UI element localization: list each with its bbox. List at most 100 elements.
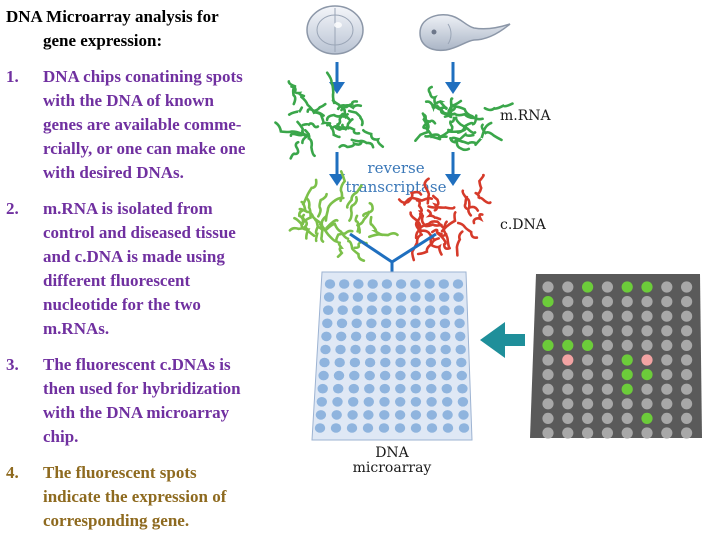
step-line: with desired DNAs. (43, 163, 184, 182)
step-line: nucleotide for the two (43, 295, 201, 314)
result-spot (641, 339, 653, 351)
step-4: 4. The fluorescent spots indicate the ex… (6, 461, 296, 533)
result-spot (542, 369, 554, 381)
strand (409, 211, 423, 236)
result-spot (641, 427, 653, 439)
strand (314, 111, 332, 125)
result-spot (661, 310, 673, 322)
chip-spot (424, 279, 435, 289)
result-spot (601, 383, 614, 395)
chip-spot (395, 318, 406, 329)
chip-spot (349, 370, 360, 381)
chip-spot (426, 423, 438, 433)
chip-spot (320, 344, 331, 355)
chip-spot (349, 357, 361, 368)
result-spot (681, 325, 693, 337)
strand (420, 214, 443, 228)
result-spot (582, 398, 594, 410)
step-line: different fluorescent (43, 271, 191, 290)
chip-spot (346, 423, 358, 433)
result-spot (661, 354, 673, 366)
chip-spot (322, 318, 333, 329)
strand (362, 201, 374, 217)
strand (450, 132, 475, 142)
chip-spot (363, 410, 374, 420)
result-spot (621, 281, 633, 293)
result-spot (562, 339, 574, 351)
result-spot (661, 427, 673, 439)
result-spot (582, 427, 594, 439)
chip-spot (410, 423, 422, 433)
strand (325, 222, 350, 241)
result-spot (661, 412, 673, 424)
strand (369, 215, 384, 237)
step-line: chip. (43, 427, 79, 446)
result-spot (542, 354, 554, 366)
result-spot (621, 296, 633, 308)
chip-spot (442, 397, 453, 407)
strand (474, 121, 493, 146)
strand (425, 209, 442, 221)
chip-spot (353, 279, 364, 289)
result-spot (621, 325, 633, 337)
strand (436, 232, 451, 251)
chip-spot (315, 410, 327, 420)
chip-spot (395, 331, 406, 342)
result-spot (681, 398, 693, 410)
result-spot (562, 296, 574, 308)
strand (455, 230, 464, 257)
chip-spot (380, 344, 391, 355)
chip-spot (410, 397, 422, 407)
chip-spot (332, 397, 343, 407)
result-spot (641, 383, 653, 395)
strand (429, 235, 443, 256)
chip-spot (337, 305, 348, 316)
strand (340, 100, 359, 112)
result-spot (582, 369, 594, 381)
chip-spot (455, 331, 466, 342)
result-spot (582, 310, 594, 322)
result-spot (641, 412, 653, 424)
result-spot (542, 427, 554, 439)
cdna-label: c.DNA (500, 217, 547, 233)
result-spot (641, 281, 653, 293)
chip-spot (426, 397, 437, 407)
control-cell-icon (306, 5, 364, 55)
chip-spot (338, 292, 349, 302)
arrow-down-icon (445, 62, 461, 94)
result-spot (601, 310, 614, 322)
strand (290, 85, 306, 98)
result-spot (601, 369, 614, 381)
chip-spot (348, 383, 359, 394)
chip-spot (381, 279, 393, 289)
strand (348, 195, 359, 222)
chip-spot (395, 305, 407, 316)
result-spot (681, 412, 693, 424)
chip-spot (314, 423, 326, 433)
chip-spot (425, 318, 436, 329)
result-spot (562, 427, 574, 439)
chip-spot (441, 370, 452, 381)
strand (362, 129, 385, 148)
strand (461, 189, 480, 212)
result-spot (601, 427, 614, 439)
strand (456, 114, 478, 134)
result-spot (661, 398, 673, 410)
result-spot (641, 369, 653, 381)
chip-spot (395, 383, 406, 394)
chip-spot (324, 279, 336, 289)
chip-spot (323, 305, 334, 316)
result-spot (621, 339, 633, 351)
result-spot (681, 339, 693, 351)
result-spot (641, 354, 653, 366)
strand (472, 213, 484, 225)
strand (453, 139, 477, 145)
strand (449, 137, 471, 152)
mrna-strands-disease (414, 85, 514, 152)
result-spot (681, 354, 693, 366)
result-spot (601, 398, 614, 410)
strand (306, 102, 327, 113)
chip-spot (410, 357, 421, 368)
chip-spot (348, 397, 359, 407)
result-spots (542, 281, 693, 439)
